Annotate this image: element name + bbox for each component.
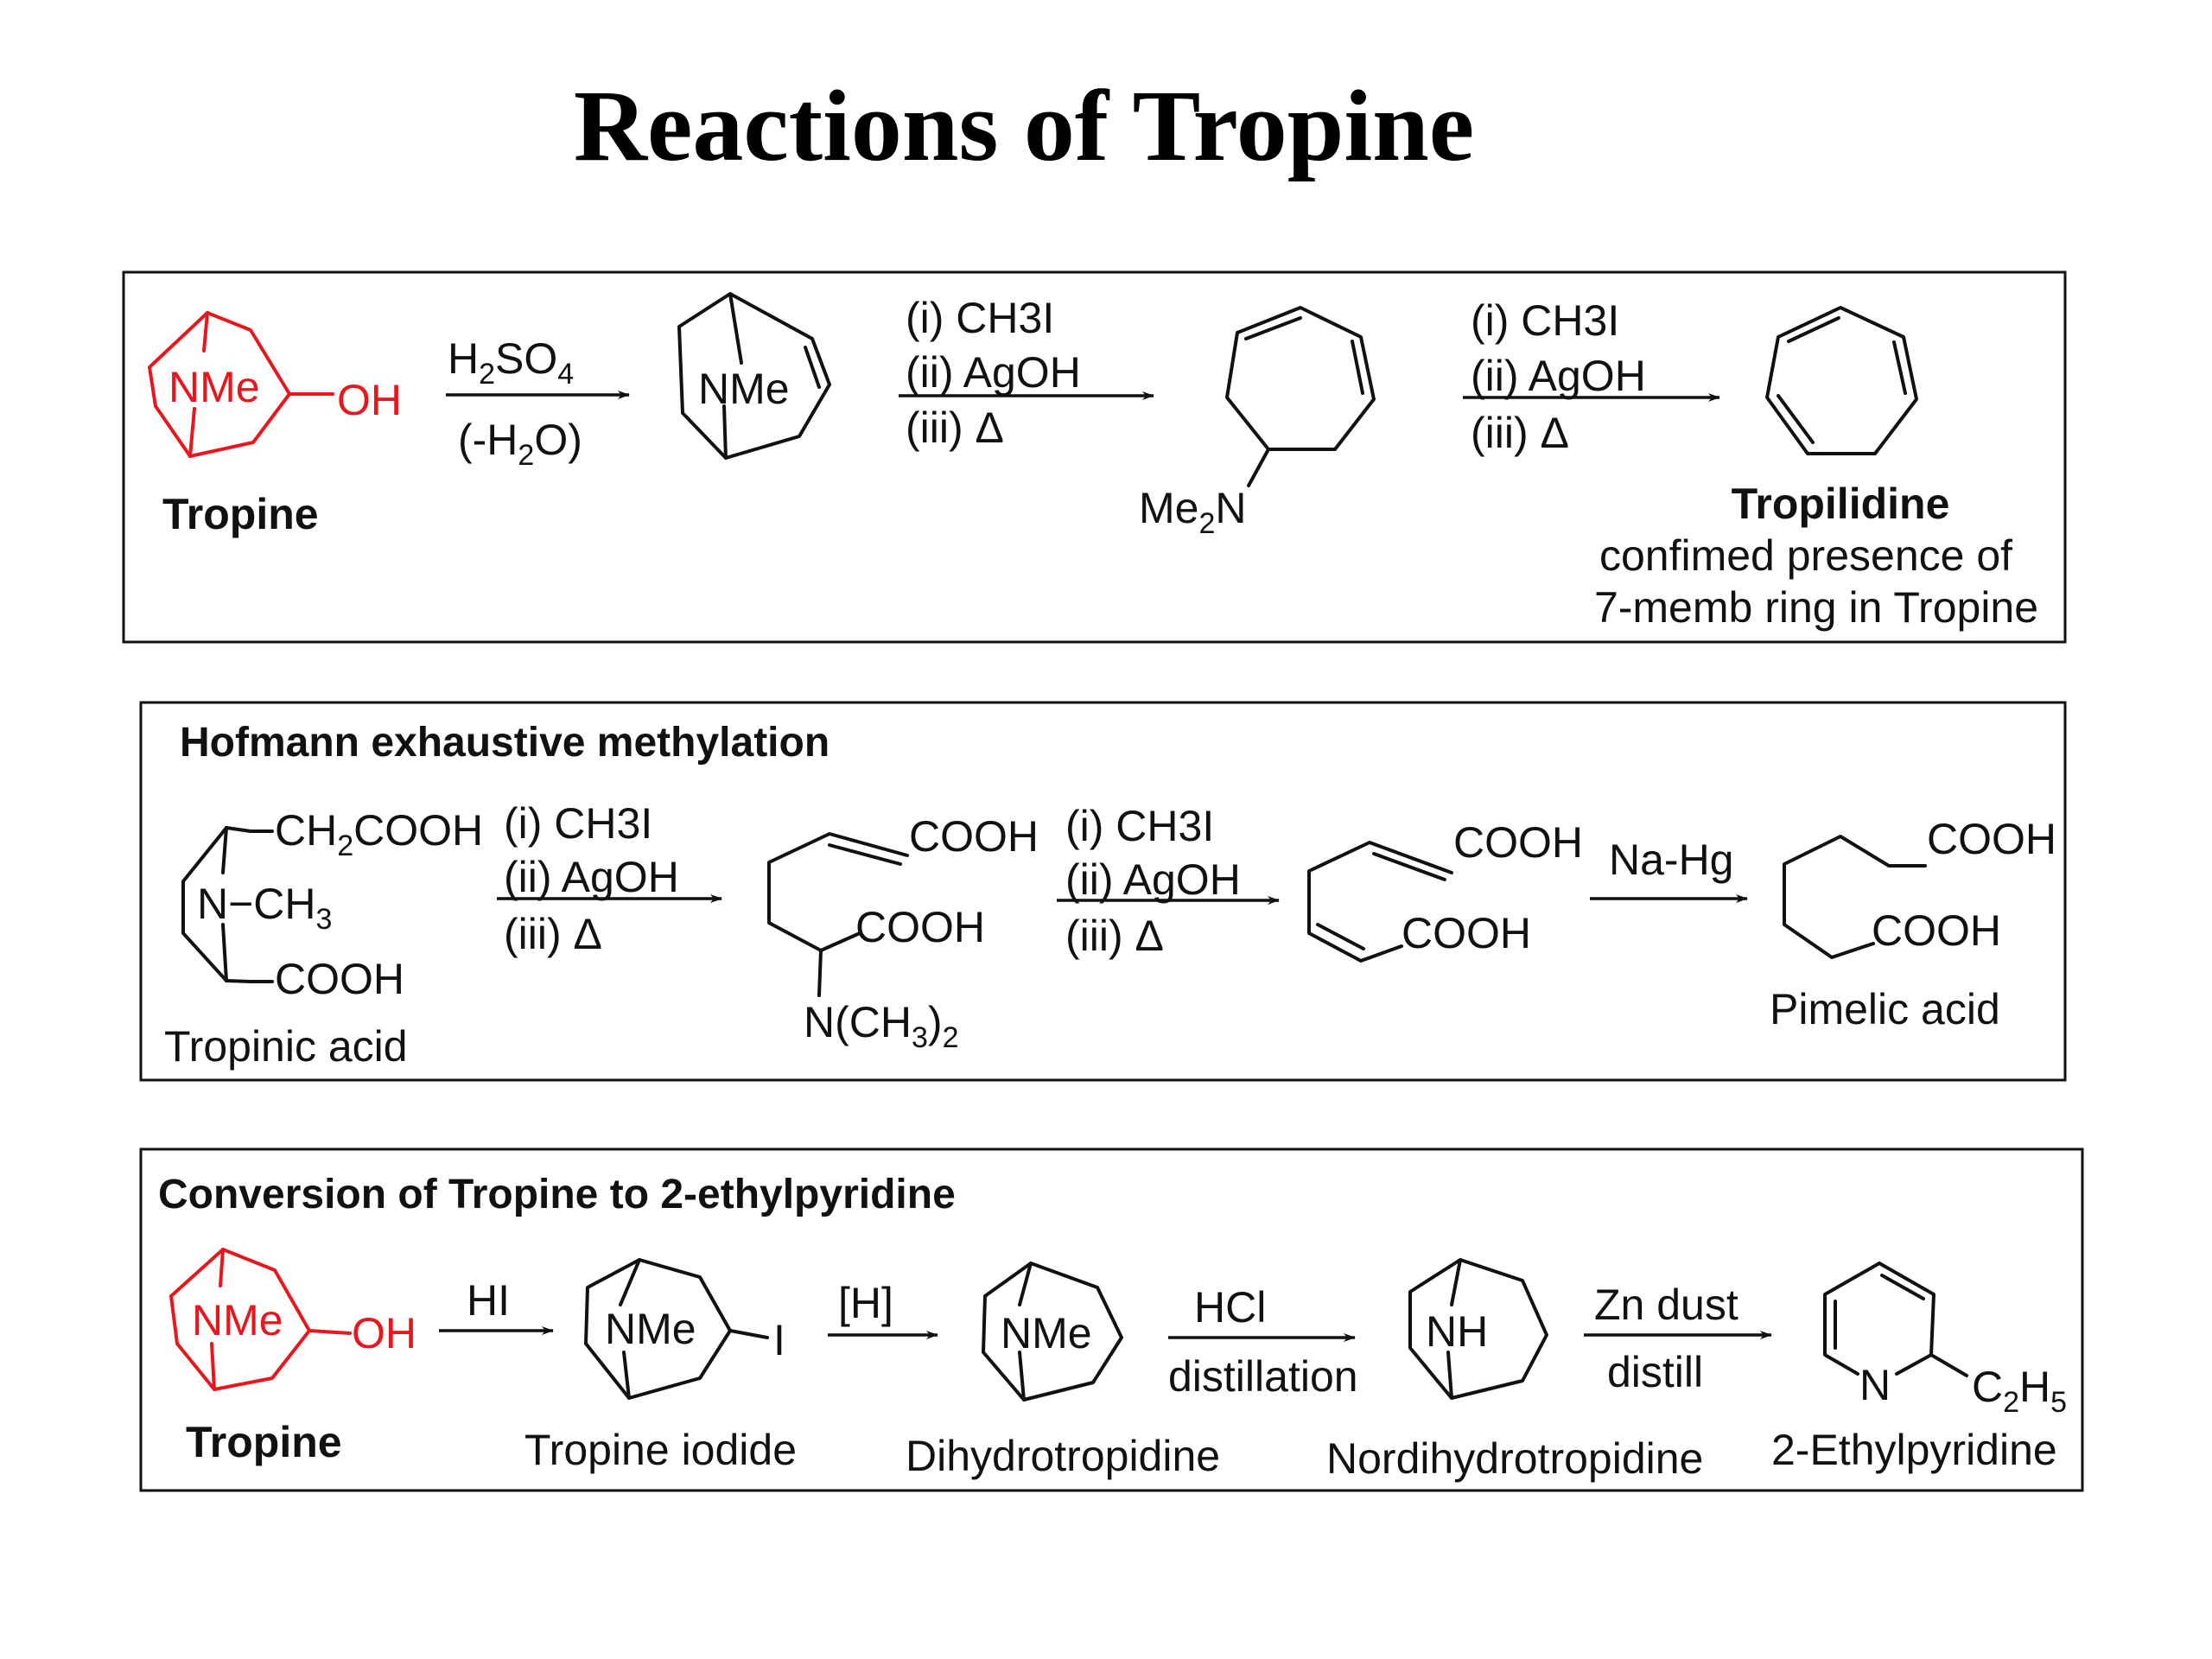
- panel3-heading: Conversion of Tropine to 2-ethylpyridine: [158, 1172, 956, 1217]
- tropilidine-label: Tropilidine: [1732, 480, 1950, 528]
- step-ii: (ii) AgOH: [504, 853, 679, 901]
- step-i: (i) CH3I: [1471, 296, 1619, 345]
- ch2cooh-label: CH2COOH: [275, 806, 483, 862]
- amino-diacid-structure: COOH COOH N(CH3)2: [767, 812, 1039, 1054]
- h-reagent: [H]: [838, 1279, 893, 1327]
- step-ii: (ii) AgOH: [1065, 855, 1241, 904]
- panel-hofmann-methylation: [139, 701, 2067, 1082]
- tropine-structure: NMe OH: [169, 1248, 416, 1391]
- cooh-label: COOH: [1927, 815, 2056, 863]
- cooh-label: COOH: [1402, 909, 1531, 957]
- tropilidine-structure: [1765, 306, 1918, 455]
- nme-label: NMe: [1001, 1309, 1092, 1357]
- step-iii: (iii) Δ: [1471, 409, 1569, 457]
- dihydrotropidine-structure: NMe: [982, 1262, 1123, 1402]
- hcl-reagent: HCl: [1194, 1283, 1266, 1332]
- page-title: Reactions of Tropine: [574, 69, 1474, 182]
- tropine-label: Tropine: [186, 1418, 342, 1466]
- pimelic-acid-structure: COOH COOH: [1783, 815, 2056, 959]
- cooh-label: COOH: [1872, 906, 2001, 955]
- tropine-iodide-structure: NMe I: [584, 1258, 785, 1400]
- step-iii: (iii) Δ: [504, 910, 602, 958]
- nme-label: NMe: [192, 1296, 283, 1344]
- step-i: (i) CH3I: [504, 799, 652, 848]
- na-hg-reagent: Na-Hg: [1609, 836, 1733, 884]
- dienedioic-acid-structure: COOH COOH: [1307, 818, 1583, 963]
- note-line1: confimed presence of: [1599, 531, 2012, 580]
- nme-label: NMe: [605, 1305, 696, 1353]
- reagent-h2so4: H2SO4: [448, 334, 574, 391]
- step-iii: (iii) Δ: [1065, 912, 1164, 960]
- note-line2: 7-memb ring in Tropine: [1594, 583, 2038, 632]
- distillation-condition: distillation: [1168, 1352, 1358, 1401]
- nordihydrotropidine-structure: NH: [1408, 1258, 1548, 1400]
- distill-condition: distill: [1607, 1348, 1703, 1396]
- nh-label: NH: [1426, 1307, 1488, 1356]
- nme-label: NMe: [698, 365, 790, 413]
- dihydrotropidine-label: Dihydrotropidine: [906, 1432, 1220, 1480]
- tropine-label: Tropine: [162, 490, 319, 538]
- ethylpyridine-structure: N C2H5: [1823, 1262, 2067, 1419]
- pimelic-acid-label: Pimelic acid: [1770, 985, 2000, 1033]
- nme-label: NMe: [168, 363, 260, 411]
- nordihydrotropidine-label: Nordihydrotropidine: [1326, 1434, 1703, 1483]
- nch3-label: N−CH3: [197, 880, 332, 936]
- oh-label: OH: [337, 376, 402, 424]
- oh-label: OH: [352, 1309, 416, 1357]
- dimethylaminocycloheptadiene-structure: Me2N: [1139, 306, 1376, 540]
- tropidine-structure: NMe: [677, 292, 831, 460]
- step-i: (i) CH3I: [1065, 802, 1214, 850]
- cooh-label: COOH: [1453, 818, 1583, 867]
- tropine-structure: NMe OH: [148, 311, 402, 458]
- tropine-iodide-label: Tropine iodide: [524, 1426, 797, 1474]
- hi-reagent: HI: [467, 1276, 510, 1325]
- step-i: (i) CH3I: [906, 294, 1054, 342]
- iodine-label: I: [773, 1316, 785, 1364]
- step-iii: (iii) Δ: [906, 404, 1004, 452]
- panel2-heading: Hofmann exhaustive methylation: [180, 720, 830, 766]
- c2h5-label: C2H5: [1972, 1363, 2067, 1419]
- tropinic-acid-label: Tropinic acid: [164, 1022, 408, 1071]
- ethylpyridine-label: 2-Ethylpyridine: [1771, 1426, 2057, 1474]
- tropinic-acid-structure: CH2COOH N−CH3 COOH: [181, 806, 483, 1003]
- panel-tropine-to-tropilidine: [122, 270, 2067, 644]
- cooh-label: COOH: [275, 955, 404, 1003]
- cooh-label: COOH: [909, 812, 1039, 861]
- panel-tropine-to-ethylpyridine: [139, 1147, 2084, 1492]
- nme2-label: N(CH3)2: [804, 998, 958, 1054]
- step-ii: (ii) AgOH: [906, 348, 1081, 397]
- step-ii: (ii) AgOH: [1471, 352, 1646, 400]
- reagent-minus-water: (-H2O): [458, 416, 582, 472]
- me2n-label: Me2N: [1139, 484, 1247, 540]
- cooh-label: COOH: [855, 903, 985, 951]
- n-label: N: [1859, 1361, 1891, 1409]
- zn-dust-reagent: Zn dust: [1594, 1281, 1738, 1329]
